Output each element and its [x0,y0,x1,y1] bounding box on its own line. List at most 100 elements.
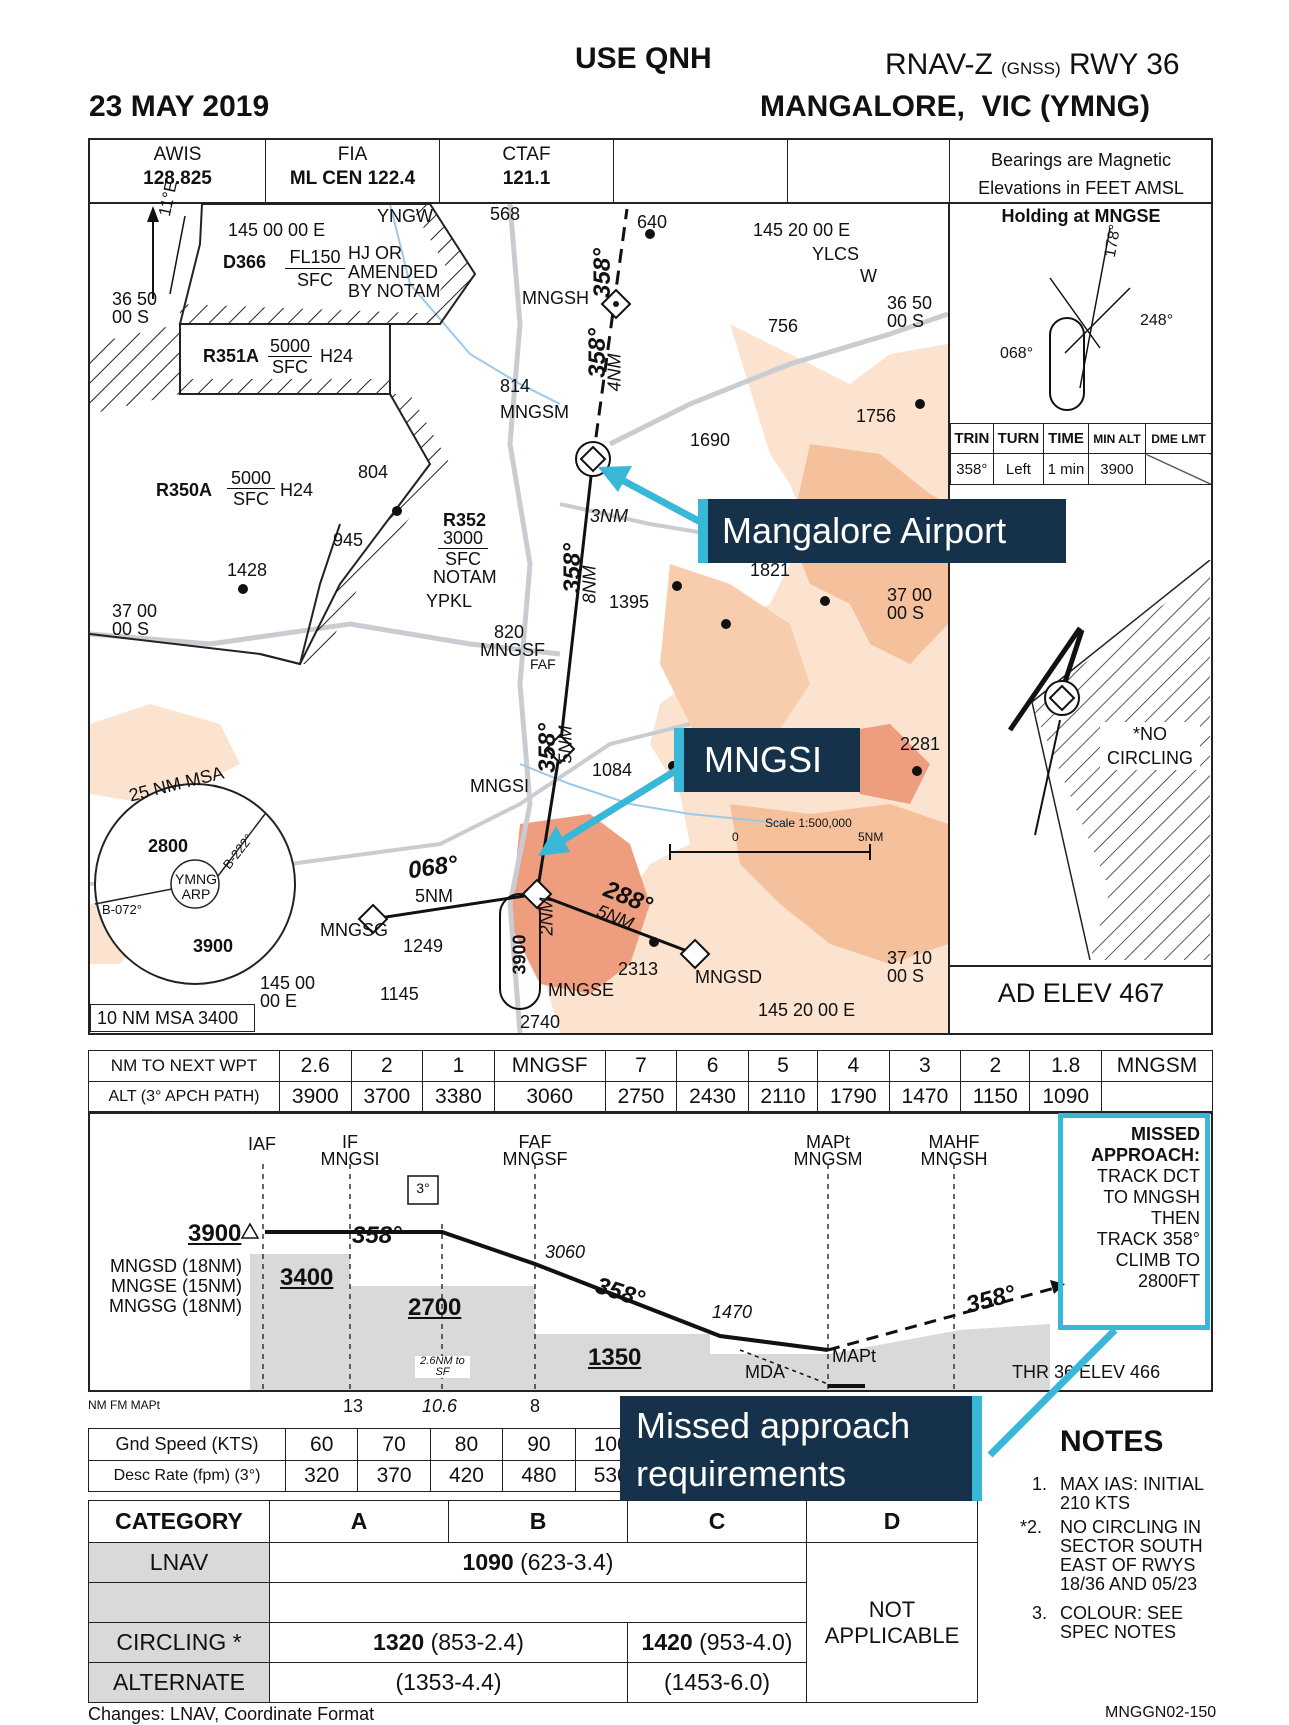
label-iaf: IAF [248,1134,277,1154]
missed-line-1: TRACK DCT [1097,1166,1200,1186]
pt-r1-c5: 7 [604,1050,678,1082]
sector-boundary-1 [1031,560,1211,703]
mt-not-applicable-text: NOT APPLICABLE [824,1596,960,1648]
mt-alternate: ALTERNATE [88,1662,270,1703]
pt-r1-c4: MNGSF [493,1050,606,1082]
hold-h-time: TIME [1043,423,1089,454]
road-3 [90,621,561,657]
dist-13: 13 [343,1396,364,1416]
ypkl-label: YPKL [426,591,473,611]
lon-top-2: 145 20 00 E [753,220,851,240]
waypoint-mngsg [357,903,389,935]
mt-lnav-value: 1090 [462,1549,514,1575]
msa-sector-b072: B-072° [102,902,142,917]
label-mda: MDA [745,1362,785,1382]
lat-2: 37 00 00 S [112,601,158,639]
pt-r2-c5: 2750 [604,1081,678,1112]
label-1470: 1470 [712,1302,753,1322]
mt-cat-a: A [269,1500,449,1543]
waypoint-mngsh [600,288,632,320]
profile-table: NM TO NEXT WPT 2.6 2 1 MNGSF 7 6 5 4 3 2… [88,1050,1213,1112]
hold-v-trin: 358° [950,453,994,485]
note-2: *2. NO CIRCLING IN SECTOR SOUTH EAST OF … [1020,1518,1210,1594]
label-if-name: MNGSI [320,1149,380,1169]
pt-r2-c6: 2430 [676,1081,749,1112]
st-r2-c2: 370 [357,1460,431,1492]
elev-814: 814 [500,376,531,396]
no-circling-star: * [1132,724,1140,744]
r350a-label: R350A [156,480,213,500]
pt-r1-c10: 2 [960,1050,1031,1082]
label-1350: 1350 [588,1344,642,1371]
st-r2-c0: Desc Rate (fpm) (3°) [88,1460,286,1492]
profile-missed-path [827,1284,1063,1352]
msa-sector-line-1 [94,888,173,905]
mt-lnav-values: 1090 (623-3.4) [269,1542,807,1583]
r352-label: R352 [443,510,487,530]
pt-r1-c12: MNGSM [1101,1050,1213,1082]
nm-fm-mapt: NM FM MAPt [88,1398,160,1412]
mngsf-label: MNGSF [480,640,545,660]
mt-circ-c-value: 1420 [641,1629,693,1655]
missed-line-4: TRACK 358° [1096,1229,1200,1249]
lat-1-east: 36 50 00 S [887,293,933,331]
mt-cat-b: B [448,1500,628,1543]
river-1 [389,204,561,405]
elev-945: 945 [333,530,364,550]
r351a-upper: 5000 [268,336,312,357]
r352-lower: SFC [445,549,481,569]
holding-pattern-mngse [499,893,541,1010]
holding-line-2 [1049,277,1101,349]
elev-1821: 1821 [750,560,791,580]
lat-3-east: 37 10 00 S [887,948,933,986]
elev-804: 804 [358,462,389,482]
airspace-r350-hatch [300,394,450,664]
holding-line-3 [1064,287,1131,354]
pt-r2-c8: 1790 [817,1081,890,1112]
airport-name: MANGALORE, VIC (YMNG) [760,90,1150,123]
mngsg-label: MNGSG [320,920,389,940]
ctaf-label: CTAF [502,144,551,165]
missed-line-2: TO MNGSH [1103,1187,1200,1207]
waypoint-mngsd [679,938,711,970]
airport-callout-arrow [618,475,710,530]
plan-view-frame [88,202,1213,1035]
missed-line-5: CLIMB TO [1115,1250,1200,1270]
pt-r2-c4: 3060 [493,1081,606,1112]
fia-frequency: ML CEN 122.4 [289,168,416,189]
procedure-name: RNAV-Z [885,48,993,81]
ylcs-label: YLCS [812,244,860,264]
r352-upper: 3000 [438,528,488,549]
label-mahf-name: MNGSH [920,1149,988,1169]
scale-zero: 0 [732,830,739,844]
elev-756: 756 [768,316,799,336]
pt-r2-c7: 2110 [747,1081,819,1112]
msa-center-label: YMNG ARP [175,871,217,902]
awis-box: AWIS 128.825 [90,140,266,202]
elev-1690: 1690 [690,430,731,450]
elev-1145: 1145 [380,984,419,1004]
d366-lower: SFC [297,270,333,290]
mt-alt-ab: (1353-4.4) [269,1662,628,1703]
elev-1249: 1249 [403,936,444,956]
msa-north-alt: 2800 [148,836,189,856]
pt-r2-c11: 1090 [1029,1081,1102,1112]
label-3400: 3400 [280,1264,334,1291]
callout-missed-approach: Missed approach requirements [620,1396,982,1501]
mngsh-label: MNGSH [522,288,589,308]
waypoint-mngsf [544,733,576,765]
d366-upper: FL150 [285,246,345,269]
note-1-text: MAX IAS: INITIAL 210 KTS [1060,1474,1204,1513]
terrain-dark [510,814,650,994]
bearings-info: Bearings are Magnetic Elevations in FEET… [950,146,1212,202]
callout-mngsi-text: MNGSI [704,739,823,780]
track-mngsd-mngsi [536,892,696,956]
terrain-mid-2 [660,564,810,764]
elev-2740: 2740 [520,1012,561,1032]
mt-circling: CIRCLING * [88,1622,270,1663]
dist-8: 8 [530,1396,541,1416]
use-qnh: USE QNH [575,42,712,75]
